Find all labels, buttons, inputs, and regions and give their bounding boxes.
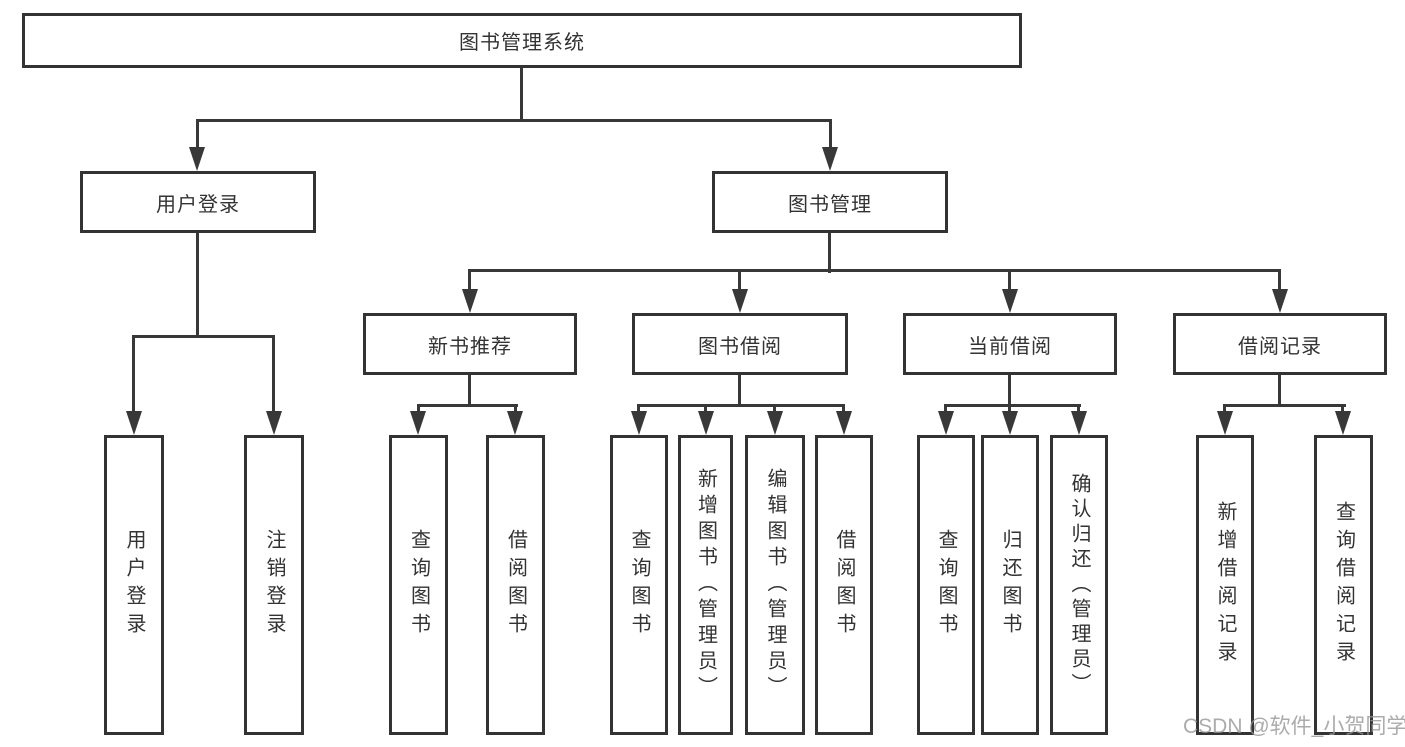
node-library-management-system: 图书管理系统 [22, 13, 1022, 68]
leaf-label: 查询图书 [407, 529, 430, 641]
leaf-query-books-borrowing: 查询图书 [610, 435, 668, 735]
node-book-management: 图书管理 [712, 171, 948, 233]
arrowhead-down-icon [126, 411, 142, 435]
connector-line [842, 404, 845, 416]
connector-line [1341, 404, 1344, 416]
connector-line [1077, 404, 1080, 416]
node-book-borrowing: 图书借阅 [632, 313, 848, 375]
csdn-watermark: CSDN @软件_小贺同学 [1183, 715, 1405, 738]
arrowhead-down-icon [1217, 411, 1233, 435]
connector-line [738, 375, 741, 407]
connector-line [196, 119, 832, 122]
leaf-user-login: 用户登录 [104, 435, 164, 735]
connector-line [1278, 269, 1281, 294]
arrowhead-down-icon [507, 411, 523, 435]
node-new-book-recommend: 新书推荐 [363, 313, 577, 375]
connector-line [1008, 375, 1011, 407]
leaf-return-books: 归还图书 [981, 435, 1039, 735]
connector-line [1278, 375, 1281, 407]
connector-line [1008, 269, 1011, 294]
leaf-query-books-recommend: 查询图书 [389, 435, 448, 735]
arrowhead-down-icon [631, 411, 647, 435]
arrowhead-down-icon [698, 411, 714, 435]
connector-line [738, 269, 741, 294]
connector-line [196, 233, 199, 337]
connector-line [468, 269, 1281, 272]
connector-line [520, 68, 523, 121]
leaf-label: 用户登录 [123, 529, 145, 641]
leaf-label: 查询借阅记录 [1332, 501, 1355, 669]
leaf-label: 注销登录 [263, 529, 285, 641]
leaf-add-borrow-record: 新增借阅记录 [1196, 435, 1254, 735]
connector-line [132, 335, 135, 415]
connector-line [1223, 404, 1346, 407]
connector-line [272, 335, 275, 415]
connector-line [704, 404, 707, 416]
leaf-label: 借阅图书 [833, 529, 855, 641]
node-current-borrowing: 当前借阅 [903, 313, 1117, 375]
node-user-login: 用户登录 [80, 171, 316, 233]
node-borrowing-records: 借阅记录 [1173, 313, 1387, 375]
connector-line [468, 269, 471, 294]
connector-line [829, 119, 832, 151]
connector-line [828, 233, 831, 273]
arrowhead-down-icon [266, 411, 282, 435]
leaf-query-borrow-record: 查询借阅记录 [1314, 435, 1373, 735]
connector-line [637, 404, 845, 407]
arrowhead-down-icon [1002, 289, 1018, 313]
connector-line [944, 404, 947, 416]
arrowhead-down-icon [822, 147, 838, 171]
leaf-label: 查询图书 [628, 529, 650, 641]
arrowhead-down-icon [767, 411, 783, 435]
arrowhead-down-icon [1002, 411, 1018, 435]
connector-line [196, 119, 199, 151]
arrowhead-down-icon [189, 147, 205, 171]
leaf-confirm-return-admin: 确认归还（管理员） [1050, 435, 1108, 735]
arrowhead-down-icon [462, 289, 478, 313]
leaf-borrow-books-recommend: 借阅图书 [486, 435, 545, 735]
connector-line [773, 404, 776, 416]
leaf-label: 借阅图书 [504, 529, 527, 641]
leaf-logout: 注销登录 [244, 435, 304, 735]
leaf-edit-books-admin: 编辑图书（管理员） [745, 435, 805, 735]
connector-line [1223, 404, 1226, 416]
connector-line [514, 404, 517, 416]
leaf-label: 新增借阅记录 [1214, 501, 1236, 669]
connector-line [417, 404, 518, 407]
connector-line [417, 404, 420, 416]
arrowhead-down-icon [938, 411, 954, 435]
arrowhead-down-icon [836, 411, 852, 435]
arrowhead-down-icon [1335, 411, 1351, 435]
arrowhead-down-icon [732, 289, 748, 313]
connector-line [637, 404, 640, 416]
leaf-label: 编辑图书（管理员） [764, 468, 786, 702]
leaf-borrow-books-borrowing: 借阅图书 [815, 435, 873, 735]
arrowhead-down-icon [1272, 289, 1288, 313]
leaf-label: 确认归还（管理员） [1068, 472, 1090, 698]
leaf-label: 新增图书（管理员） [694, 468, 717, 702]
leaf-add-books-admin: 新增图书（管理员） [678, 435, 733, 735]
arrowhead-down-icon [410, 411, 426, 435]
connector-line [944, 404, 1081, 407]
arrowhead-down-icon [1071, 411, 1087, 435]
connector-line [468, 375, 471, 407]
connector-line [1008, 404, 1011, 416]
leaf-query-books-current: 查询图书 [917, 435, 975, 735]
leaf-label: 归还图书 [999, 529, 1021, 641]
connector-line [132, 335, 275, 338]
leaf-label: 查询图书 [935, 529, 957, 641]
